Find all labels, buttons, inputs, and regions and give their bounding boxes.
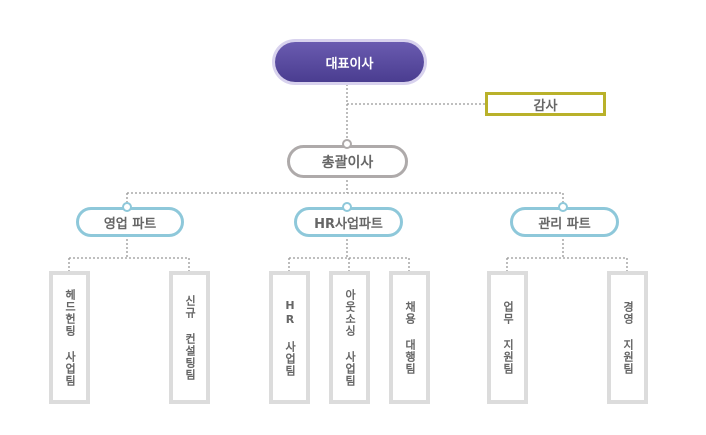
part-sales-label: 영업 파트 (103, 216, 157, 232)
part-sales-node: 영업 파트 (76, 207, 184, 237)
team-label: 업무 지원팀 (501, 300, 515, 375)
general-manager-connector-dot (342, 139, 352, 149)
team-label: 헤드헌팅 사업팀 (63, 288, 77, 387)
ceo-node: 대표이사 (275, 42, 424, 82)
team-new-consulting: 신규 컨설팅팀 (169, 271, 210, 404)
team-headhunting: 헤드헌팅 사업팀 (49, 271, 90, 404)
team-label: 경영 지원팀 (621, 300, 635, 375)
general-manager-node: 총괄이사 (287, 145, 408, 178)
team-hr-business: HR 사업팀 (269, 271, 310, 404)
part-sales-connector-dot (122, 202, 132, 212)
ceo-label: 대표이사 (325, 56, 374, 72)
team-recruiting-agency: 채용 대행팀 (389, 271, 430, 404)
part-admin-label: 관리 파트 (538, 216, 591, 232)
general-manager-label: 총괄이사 (321, 154, 374, 171)
team-label: 채용 대행팀 (403, 300, 417, 375)
team-outsourcing: 아웃소싱 사업팀 (329, 271, 370, 404)
part-admin-connector-dot (558, 202, 568, 212)
part-hr-connector-dot (342, 202, 352, 212)
team-label: 신규 컨설팅팀 (183, 294, 197, 381)
part-hr-label: HR사업파트 (314, 216, 383, 232)
team-business-support: 업무 지원팀 (487, 271, 528, 404)
team-label: HR 사업팀 (283, 298, 297, 377)
audit-label: 감사 (533, 98, 558, 114)
team-management-support: 경영 지원팀 (607, 271, 648, 404)
team-label: 아웃소싱 사업팀 (343, 288, 357, 387)
part-hr-node: HR사업파트 (294, 207, 403, 237)
audit-node: 감사 (485, 92, 606, 116)
